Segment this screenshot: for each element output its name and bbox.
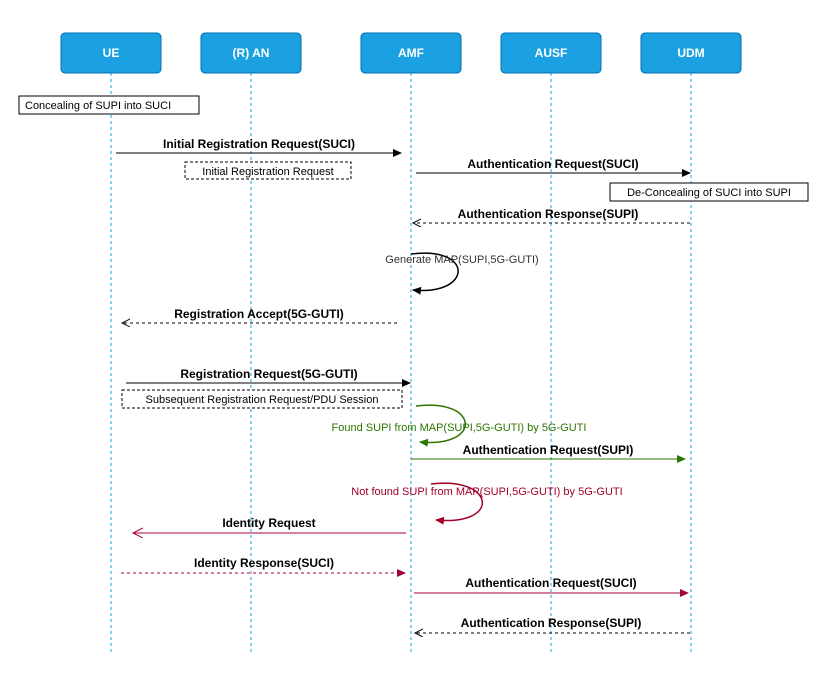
message-initial-registration-request-label: Initial Registration Request(SUCI) — [163, 137, 355, 151]
self-message-not-found-label: Not found SUPI from MAP(SUPI,5G-GUTI) by… — [351, 486, 622, 498]
message-authentication-response-1-label: Authentication Response(SUPI) — [458, 207, 639, 221]
note-initial-registration: Initial Registration Request — [184, 161, 352, 180]
message-identity-request: Identity Request — [133, 516, 406, 533]
message-authentication-request-suci-2-label: Authentication Request(SUCI) — [465, 576, 636, 590]
note-initial-registration-text: Initial Registration Request — [202, 166, 333, 178]
message-registration-accept: Registration Accept(5G-GUTI) — [122, 307, 397, 323]
participant-ue-label: UE — [103, 46, 120, 60]
note-deconcealing-text: De-Concealing of SUCI into SUPI — [627, 187, 791, 199]
message-identity-request-label: Identity Request — [222, 516, 315, 530]
message-authentication-request-suci-1: Authentication Request(SUCI) — [416, 157, 691, 177]
message-identity-response: Identity Response(SUCI) — [121, 556, 406, 577]
participant-ausf-label: AUSF — [535, 46, 568, 60]
participant-amf-label: AMF — [398, 46, 424, 60]
note-subsequent-registration: Subsequent Registration Request/PDU Sess… — [121, 389, 403, 409]
message-authentication-request-supi-label: Authentication Request(SUPI) — [463, 443, 634, 457]
message-identity-response-label: Identity Response(SUCI) — [194, 556, 334, 570]
message-authentication-response-2-label: Authentication Response(SUPI) — [461, 616, 642, 630]
self-message-not-found: Not found SUPI from MAP(SUPI,5G-GUTI) by… — [351, 482, 623, 525]
self-message-generate-map: Generate MAP(SUPI,5G-GUTI) — [385, 252, 539, 295]
participant-ausf: AUSF — [500, 32, 602, 74]
self-message-found: Found SUPI from MAP(SUPI,5G-GUTI) by 5G-… — [332, 404, 587, 447]
message-authentication-request-suci-1-label: Authentication Request(SUCI) — [467, 157, 638, 171]
participant-udm: UDM — [640, 32, 742, 74]
message-authentication-request-supi: Authentication Request(SUPI) — [411, 443, 686, 463]
self-message-generate-map-label: Generate MAP(SUPI,5G-GUTI) — [385, 254, 538, 266]
message-authentication-request-suci-2: Authentication Request(SUCI) — [414, 576, 689, 597]
self-message-found-label: Found SUPI from MAP(SUPI,5G-GUTI) by 5G-… — [332, 422, 587, 434]
message-registration-request: Registration Request(5G-GUTI) — [126, 367, 411, 387]
note-concealing-text: Concealing of SUPI into SUCI — [25, 100, 171, 112]
participant-ue: UE — [60, 32, 162, 74]
note-deconcealing: De-Concealing of SUCI into SUPI — [609, 182, 809, 202]
participant-ran-label: (R) AN — [233, 46, 270, 60]
message-registration-accept-label: Registration Accept(5G-GUTI) — [174, 307, 344, 321]
message-initial-registration-request: Initial Registration Request(SUCI) — [116, 137, 402, 157]
message-registration-request-label: Registration Request(5G-GUTI) — [180, 367, 357, 381]
participant-amf: AMF — [360, 32, 462, 74]
message-authentication-response-2: Authentication Response(SUPI) — [415, 616, 690, 633]
participant-ran: (R) AN — [200, 32, 302, 74]
message-authentication-response-1: Authentication Response(SUPI) — [413, 207, 690, 223]
participant-udm-label: UDM — [677, 46, 704, 60]
note-subsequent-registration-text: Subsequent Registration Request/PDU Sess… — [146, 394, 379, 406]
note-concealing: Concealing of SUPI into SUCI — [18, 95, 200, 115]
